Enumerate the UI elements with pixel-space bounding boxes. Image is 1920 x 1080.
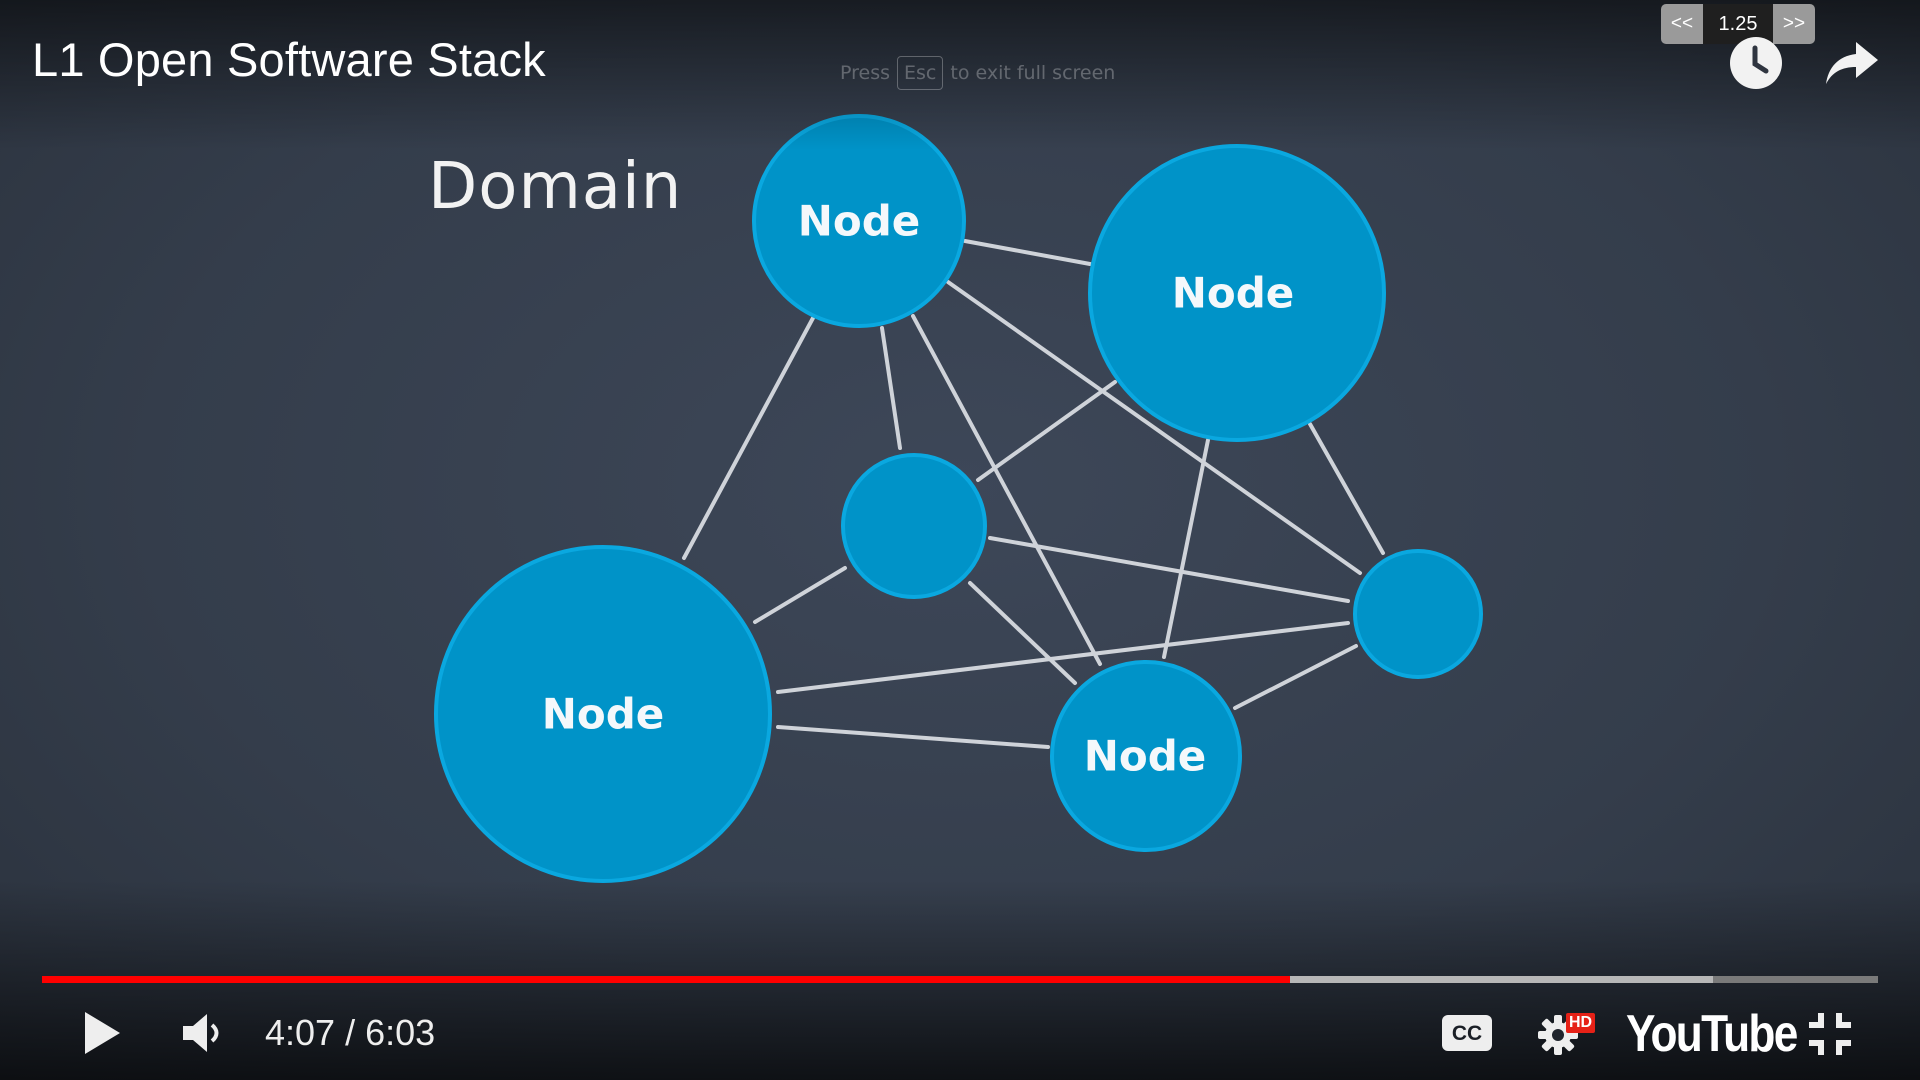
edge bbox=[946, 280, 1362, 575]
speed-value: 1.25 bbox=[1703, 4, 1773, 44]
node-label: Node bbox=[798, 197, 921, 246]
volume-button[interactable] bbox=[181, 1011, 225, 1060]
play-button[interactable] bbox=[82, 1010, 122, 1061]
edge bbox=[1233, 644, 1358, 710]
cc-icon: CC bbox=[1442, 1015, 1492, 1051]
edge bbox=[682, 316, 815, 560]
node-right bbox=[1353, 549, 1483, 679]
speed-decrease-button[interactable]: << bbox=[1670, 13, 1694, 34]
share-icon bbox=[1826, 42, 1878, 84]
edge bbox=[776, 725, 1050, 749]
edge bbox=[880, 326, 902, 450]
edge bbox=[1162, 438, 1210, 659]
exit-fullscreen-button[interactable] bbox=[1808, 1012, 1852, 1061]
clock-icon bbox=[1730, 37, 1782, 89]
edge bbox=[776, 621, 1350, 694]
svg-text:CC: CC bbox=[1452, 1022, 1482, 1045]
node-bottom-center bbox=[1050, 660, 1242, 852]
diagram-nodes bbox=[434, 114, 1483, 883]
volume-icon bbox=[183, 1014, 219, 1052]
node-labels: Node Node Node Node bbox=[542, 197, 1295, 781]
progress-bar[interactable] bbox=[42, 976, 1878, 983]
edge bbox=[976, 380, 1117, 482]
edge bbox=[911, 314, 1102, 666]
esc-key: Esc bbox=[897, 56, 944, 90]
diagram-edges bbox=[682, 239, 1385, 749]
progress-played bbox=[42, 976, 1291, 983]
play-icon bbox=[85, 1012, 120, 1054]
node-label: Node bbox=[1172, 269, 1295, 318]
node-label: Node bbox=[1084, 732, 1207, 781]
node-center bbox=[841, 453, 987, 599]
fullscreen-hint: Press Esc to exit full screen bbox=[840, 56, 1115, 90]
node-label: Node bbox=[542, 690, 665, 739]
captions-button[interactable]: CC bbox=[1441, 1013, 1493, 1058]
fullscreen-hint-prefix: Press bbox=[840, 62, 891, 84]
top-gradient bbox=[0, 0, 1920, 150]
edge bbox=[968, 581, 1077, 685]
share-button[interactable] bbox=[1824, 40, 1880, 93]
edge bbox=[963, 239, 1092, 266]
youtube-logo[interactable]: YouTube bbox=[1626, 1005, 1798, 1063]
speed-increase-button[interactable]: >> bbox=[1782, 13, 1806, 34]
fullscreen-hint-suffix: to exit full screen bbox=[950, 62, 1116, 84]
watch-later-button[interactable] bbox=[1729, 36, 1783, 95]
time-display: 4:07 / 6:03 bbox=[265, 1012, 436, 1053]
edge bbox=[1308, 422, 1385, 555]
edge bbox=[988, 536, 1350, 603]
playback-speed-control: << 1.25 >> bbox=[1661, 4, 1815, 44]
edge bbox=[753, 566, 847, 624]
slide-heading: Domain bbox=[428, 150, 683, 224]
hd-badge: HD bbox=[1566, 1013, 1596, 1033]
exit-fullscreen-icon bbox=[1809, 1013, 1851, 1055]
video-title[interactable]: L1 Open Software Stack bbox=[32, 33, 546, 86]
